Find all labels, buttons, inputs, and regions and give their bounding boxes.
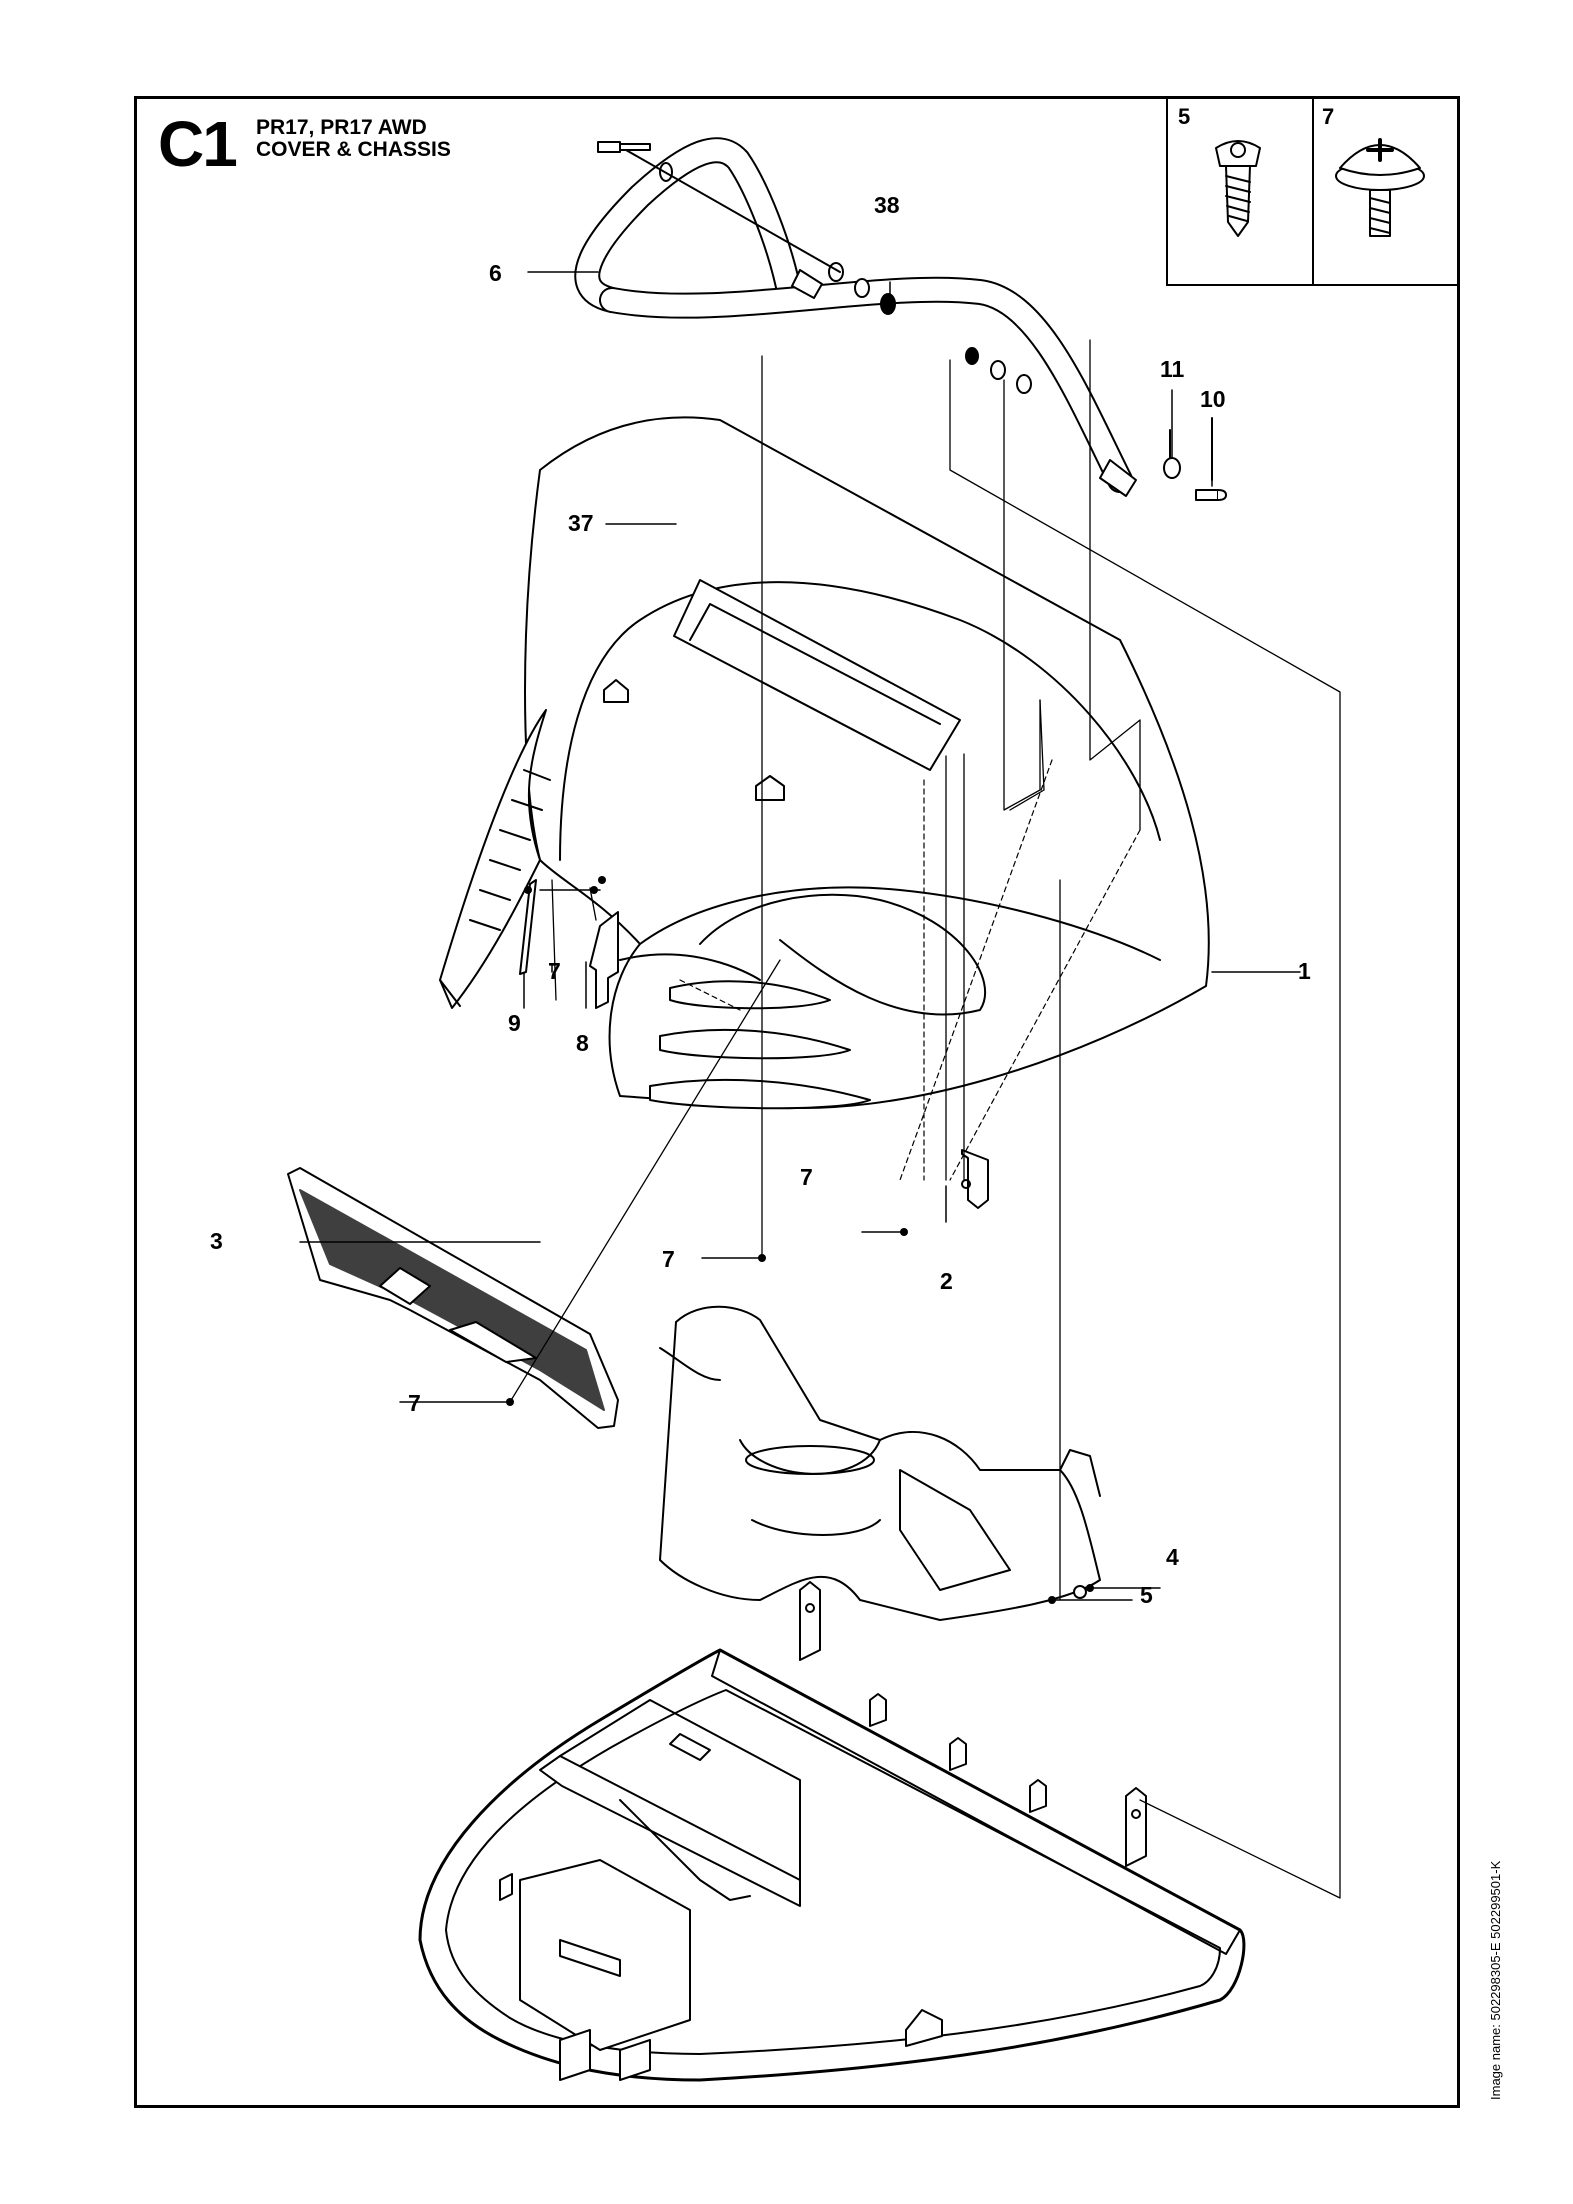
section-title: COVER & CHASSIS (256, 138, 451, 161)
chassis-frame (418, 1581, 1246, 2082)
leader-lines (299, 271, 1301, 1601)
callout-3: 3 (210, 1228, 223, 1254)
model-title: PR17, PR17 AWD (256, 116, 427, 139)
callout-2: 2 (940, 1268, 953, 1294)
bolt-and-washers-top (597, 141, 896, 315)
callout-7-bracket: 7 (800, 1164, 813, 1190)
callout-7-grille: 7 (408, 1390, 421, 1416)
callout-11: 11 (1160, 356, 1185, 382)
screw-7-icon (1335, 138, 1425, 237)
center-lines (551, 339, 1341, 1899)
callout-7-center: 7 (662, 1246, 675, 1272)
callout-38: 38 (874, 192, 900, 218)
grille (287, 1167, 619, 1429)
callout-6: 6 (489, 260, 502, 286)
bracket-2 (961, 1149, 989, 1209)
handle-bar (574, 137, 1137, 497)
drawing-frame (134, 96, 1460, 2108)
inset-label-washer-screw: 7 (1322, 104, 1335, 129)
dashed-lines (679, 759, 1141, 1181)
callout-1: 1 (1298, 958, 1311, 984)
clip-9 (519, 879, 537, 975)
inner-shell (659, 1305, 1101, 1621)
callout-7-clip: 7 (548, 958, 561, 984)
callout-8: 8 (576, 1030, 589, 1056)
section-code: C1 (158, 108, 238, 180)
inset-divider (1312, 96, 1314, 286)
callout-10: 10 (1200, 386, 1226, 412)
screw-5-icon (1215, 140, 1261, 237)
main-hood (524, 416, 1210, 1110)
callout-37: 37 (568, 510, 594, 536)
hood-side-panel (439, 709, 551, 1009)
inset-label-screw: 5 (1178, 104, 1191, 129)
callout-9: 9 (508, 1010, 521, 1036)
callout-5: 5 (1140, 1582, 1153, 1608)
bracket-8 (589, 911, 619, 1009)
callout-4: 4 (1166, 1544, 1179, 1570)
